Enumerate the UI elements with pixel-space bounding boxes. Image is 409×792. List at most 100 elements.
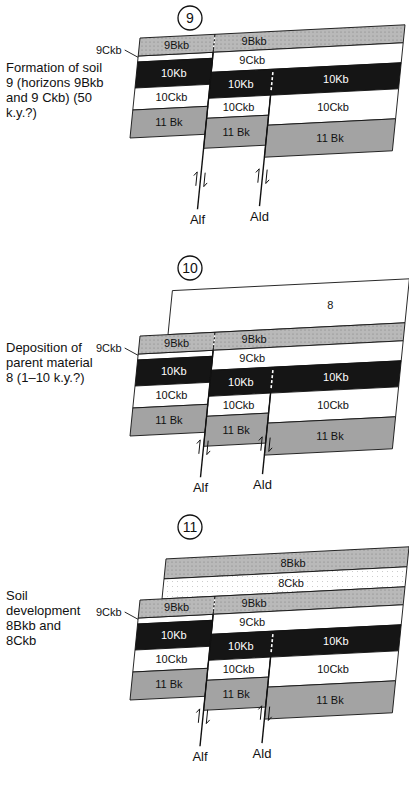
fault-line xyxy=(198,52,214,209)
horizon-label: 10Kb xyxy=(323,371,349,383)
fault-motion-arrow xyxy=(194,172,197,186)
horizon-callout: 9Ckb xyxy=(96,342,122,354)
stage-circle-outline xyxy=(178,515,202,539)
fault-label: Alf xyxy=(190,213,205,227)
horizon-shape xyxy=(133,382,210,408)
soil-horizon: 11 Bk xyxy=(263,415,397,457)
stage-circle-outline xyxy=(178,256,202,280)
fault-label: Ald xyxy=(253,478,272,492)
stage-number-text: 9 xyxy=(186,11,194,26)
stage-circle-outline xyxy=(178,6,202,30)
horizon-shape xyxy=(204,677,269,710)
horizon-label: 8Bkb xyxy=(280,557,305,569)
horizon-shape xyxy=(207,95,271,118)
fault-break-mark xyxy=(271,72,273,92)
soil-horizon: 9Bkb xyxy=(137,331,216,355)
stage-number: 11 xyxy=(177,514,203,540)
horizon-label: 11 Bk xyxy=(222,126,249,138)
horizon-label: 9Bkb xyxy=(242,333,267,345)
fault-motion-arrow xyxy=(204,173,207,187)
horizon-label: 10Kb xyxy=(323,635,349,647)
horizon-label: 11 Bk xyxy=(222,688,249,700)
soil-horizon: 9Bkb xyxy=(137,595,216,619)
horizon-shape xyxy=(209,367,274,396)
soil-horizon: 11 Bk xyxy=(202,676,270,712)
horizon-label: 10Ckb xyxy=(156,653,188,665)
horizon-label: 9Ckb xyxy=(239,616,265,628)
horizon-shape xyxy=(130,404,208,436)
fault-break-mark xyxy=(271,370,273,390)
horizon-label: 11 Bk xyxy=(316,132,343,144)
fault-label: Ald xyxy=(253,747,272,761)
horizon-label: 10Ckb xyxy=(317,399,349,411)
soil-horizon: 10Kb xyxy=(134,355,214,387)
horizon-shape xyxy=(138,34,215,56)
horizon-label: 8Ckb xyxy=(278,577,304,589)
fault-motion-arrow xyxy=(196,709,199,723)
horizon-shape xyxy=(130,106,208,138)
horizon-label: 9Bkb xyxy=(164,337,189,349)
fault-line xyxy=(200,614,213,746)
horizon-label: 9Ckb xyxy=(239,54,265,66)
fault-motion-arrow xyxy=(269,438,272,452)
soil-horizon: 11 Bk xyxy=(202,412,270,448)
horizon-label: 10Ckb xyxy=(223,399,255,411)
horizon-label: 11 Bk xyxy=(316,694,343,706)
fault-motion-arrow xyxy=(259,437,262,451)
soil-horizon: 10Kb xyxy=(134,619,214,651)
horizon-label: 10Kb xyxy=(161,67,187,79)
horizon-label: 10Ckb xyxy=(317,101,349,113)
horizon-label: 10Ckb xyxy=(223,101,255,113)
soil-horizon: 11 Bk xyxy=(202,114,270,150)
stage-description: Soil development 8Bkb and 8Ckb xyxy=(6,588,94,648)
horizon-shape xyxy=(138,332,215,354)
stage-description: Deposition of parent material 8 (1–10 k.… xyxy=(6,340,94,385)
horizon-shape xyxy=(264,681,395,719)
horizon-shape xyxy=(209,69,274,98)
horizon-shape xyxy=(264,417,395,455)
horizon-label: 10Kb xyxy=(228,640,254,652)
horizon-shape xyxy=(138,596,215,618)
soil-horizon: 11 Bk xyxy=(129,403,209,437)
horizon-shape xyxy=(204,413,269,446)
fault-motion-arrow xyxy=(256,169,259,183)
horizon-callout: 9Ckb xyxy=(96,44,122,56)
horizon-label: 10Kb xyxy=(161,365,187,377)
soil-horizon: 11 Bk xyxy=(263,117,397,159)
horizon-shape xyxy=(133,646,210,672)
soil-horizon: 11 Bk xyxy=(129,105,209,139)
horizon-label: 9Ckb xyxy=(239,352,265,364)
horizon-label: 10Ckb xyxy=(223,663,255,675)
fault-line xyxy=(263,393,271,474)
horizon-label: 9Bkb xyxy=(164,601,189,613)
horizon-label: 11 Bk xyxy=(155,116,182,128)
fault-label: Alf xyxy=(192,750,207,764)
fault-label: Ald xyxy=(250,210,269,224)
fault-break-mark xyxy=(271,634,273,654)
fault-motion-arrow xyxy=(206,710,209,724)
horizon-label: 10Ckb xyxy=(317,663,349,675)
horizon-label: 10Ckb xyxy=(156,389,188,401)
horizon-shape xyxy=(204,115,269,148)
horizon-label: 9Bkb xyxy=(164,39,189,51)
horizon-label: 9Bkb xyxy=(242,597,267,609)
fault-motion-arrow xyxy=(266,170,269,184)
fault-break-mark xyxy=(214,599,215,611)
horizon-shape xyxy=(209,631,274,660)
horizon-label: 11 Bk xyxy=(155,678,182,690)
fault-motion-arrow xyxy=(197,440,200,454)
fault-line xyxy=(260,95,271,206)
horizon-shape xyxy=(135,58,213,88)
horizon-label: 11 Bk xyxy=(155,414,182,426)
fault-break-mark xyxy=(214,37,215,49)
soil-horizon: 10Kb xyxy=(134,57,214,89)
horizon-label: 10Ckb xyxy=(156,91,188,103)
horizon-label: 9Bkb xyxy=(242,35,267,47)
horizon-shape xyxy=(135,356,213,386)
fault-motion-arrow xyxy=(258,706,261,720)
stage-number: 10 xyxy=(177,255,203,281)
stage-number-text: 10 xyxy=(182,261,198,276)
fault-line xyxy=(201,350,214,477)
fault-motion-arrow xyxy=(207,441,210,455)
horizon-shape xyxy=(130,668,208,700)
